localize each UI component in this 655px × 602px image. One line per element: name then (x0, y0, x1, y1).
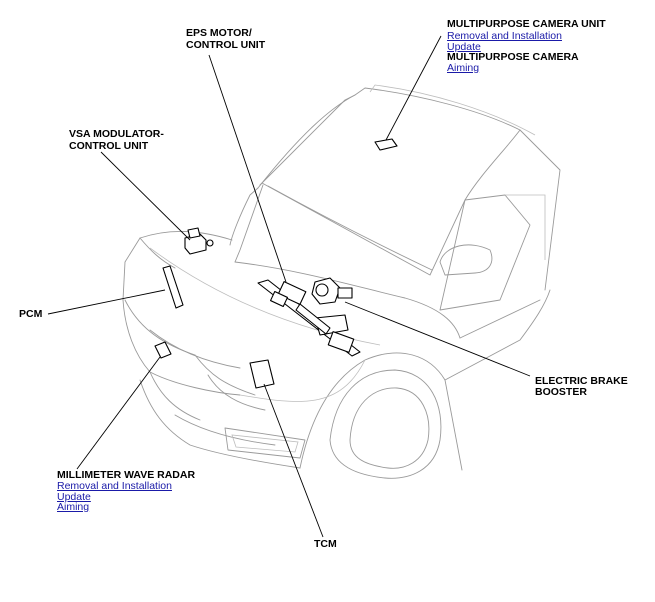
electric-brake-booster-part (311, 277, 353, 305)
vsa-modulator-part (184, 227, 214, 255)
eps-label-line2: CONTROL UNIT (186, 39, 266, 51)
brake-booster-label-line1: ELECTRIC BRAKE (535, 375, 628, 387)
car-body (122, 84, 561, 479)
tcm-part (249, 359, 275, 389)
pcm-part (162, 265, 184, 309)
multipurpose-camera-part (374, 138, 398, 151)
vsa-label-line1: VSA MODULATOR- (69, 128, 164, 140)
vsa-label-line2: CONTROL UNIT (69, 140, 149, 152)
leader-lines (47, 35, 531, 538)
eps-label-line1: EPS MOTOR/ (186, 27, 252, 39)
tcm-label: TCM (314, 538, 337, 550)
millimeter-wave-radar-part (154, 341, 172, 359)
pcm-label: PCM (19, 308, 43, 320)
camera-unit-title: MULTIPURPOSE CAMERA UNIT (447, 18, 606, 30)
eps-steering-rack-part (257, 279, 361, 357)
camera-aiming-link[interactable]: Aiming (447, 62, 480, 74)
radar-aiming-link[interactable]: Aiming (57, 501, 90, 513)
camera-unit-removal-link[interactable]: Removal and Installation (447, 30, 562, 42)
radar-update-link[interactable]: Update (57, 491, 91, 503)
camera-title: MULTIPURPOSE CAMERA (447, 51, 579, 63)
radar-title: MILLIMETER WAVE RADAR (57, 469, 196, 481)
radar-removal-link[interactable]: Removal and Installation (57, 480, 172, 492)
brake-booster-label-line2: BOOSTER (535, 386, 587, 398)
camera-unit-update-link[interactable]: Update (447, 41, 481, 53)
